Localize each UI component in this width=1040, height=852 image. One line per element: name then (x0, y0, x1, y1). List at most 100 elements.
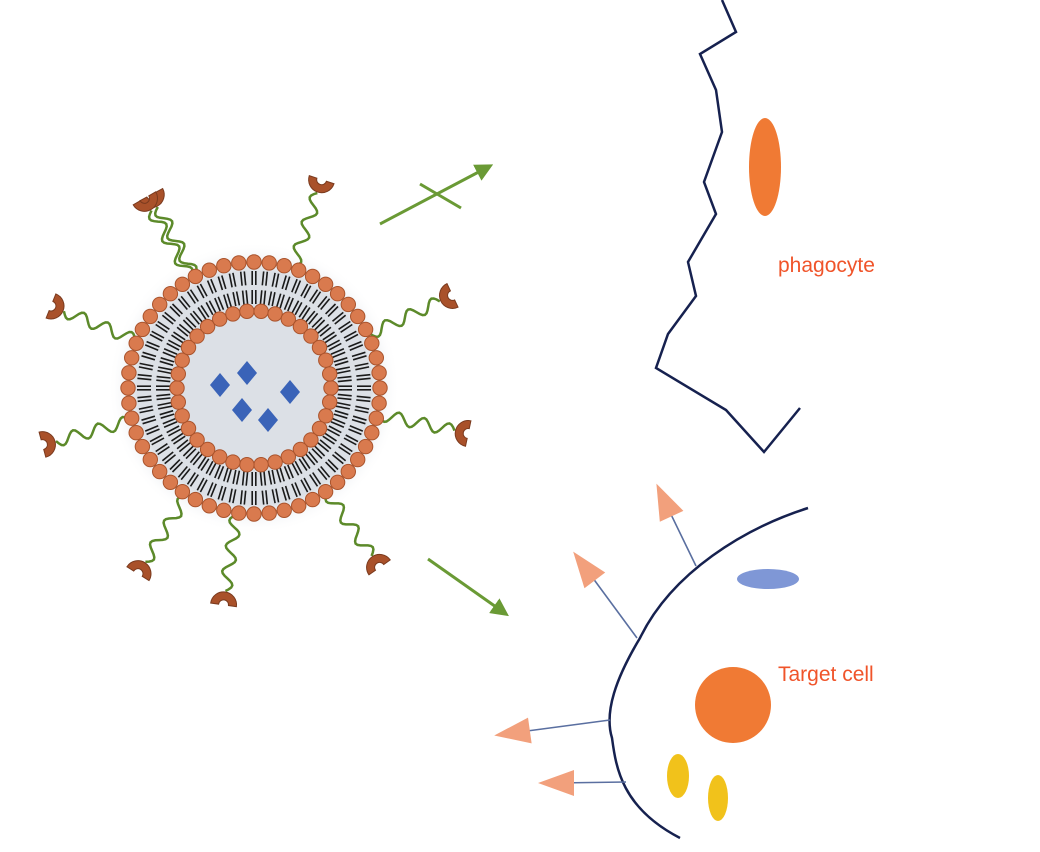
phagocyte-label: phagocyte (778, 254, 875, 277)
lipid-tail (245, 290, 249, 305)
lipid-tail (141, 415, 156, 421)
phospholipid-head (128, 335, 144, 351)
lipid-tail (320, 298, 331, 311)
peg-linker (378, 411, 456, 434)
phospholipid-head (364, 335, 380, 351)
lipid-tail (243, 271, 247, 286)
lipid-tail (223, 294, 229, 309)
lipid-tail (340, 443, 353, 453)
lipid-tail (322, 331, 335, 341)
lipid-tail (343, 437, 357, 446)
target-cell-membrane (608, 506, 809, 840)
organelle-yellow (667, 754, 689, 798)
lipid-tail (235, 291, 241, 306)
lipid-tail (182, 319, 194, 331)
phospholipid-head (199, 441, 216, 458)
phospholipid-head (372, 380, 388, 396)
lipid-tail (189, 451, 200, 464)
lipid-tail (308, 312, 319, 325)
lipid-tail (157, 446, 170, 456)
lipid-tail (156, 379, 171, 383)
lipid-tail (139, 409, 154, 414)
lipid-tail (330, 421, 345, 428)
phospholipid-head (120, 380, 136, 396)
ligand-cup (439, 282, 459, 309)
lipid-tail (186, 291, 196, 304)
lipid-tail (171, 303, 183, 315)
lipid-tail (221, 486, 227, 501)
lipid-tail (338, 446, 351, 456)
lipid-tail (271, 272, 276, 287)
lipid-tail (330, 348, 345, 355)
lipid-tail (151, 330, 165, 339)
phospholipid-head (180, 339, 197, 356)
phospholipid-heads (120, 254, 388, 522)
phospholipid-head (291, 498, 307, 514)
lipid-tail (232, 272, 237, 287)
lipid-tail (189, 312, 200, 325)
targeting-ligands (38, 175, 472, 608)
lipid-tail (178, 323, 191, 334)
lipid-tail (180, 468, 191, 481)
phospholipid-head (371, 395, 387, 411)
lipid-tail (303, 477, 312, 491)
phospholipid-head (162, 474, 179, 490)
lipid-tail (325, 303, 337, 315)
ligand-icon (439, 282, 459, 309)
lipid-tail (331, 311, 344, 322)
receptor-icon (494, 717, 611, 744)
lipid-tail (319, 326, 332, 337)
lipid-tail (226, 468, 233, 483)
lipid-tail (235, 470, 241, 485)
lipid-tail (192, 310, 203, 323)
phospholipid-head (212, 311, 228, 327)
lipid-tail (217, 296, 225, 311)
lipid-tail (141, 355, 156, 361)
lipid-tail (333, 413, 348, 419)
receptor-arrowhead (656, 483, 684, 522)
phospholipid-head (216, 502, 232, 518)
lipid-tail (271, 469, 276, 484)
lipid-tail (331, 417, 346, 425)
phospholipid-head (253, 457, 269, 473)
lipid-tail (345, 434, 359, 443)
phospholipid-head (216, 258, 232, 274)
lipid-tail (319, 439, 332, 450)
phospholipid-head (368, 410, 384, 426)
lipid-tail (192, 453, 203, 466)
target-cell-label: Target cell (778, 663, 874, 686)
phospholipid-head (276, 502, 292, 518)
phospholipid-head (253, 303, 269, 319)
lipid-tail (185, 448, 197, 460)
lipid-tail (149, 333, 163, 342)
lipid-tail (300, 479, 309, 493)
ligand-cup (126, 560, 152, 582)
phospholipid-head (201, 498, 218, 514)
phospholipid-head (231, 505, 247, 521)
lipid-tail (314, 445, 326, 457)
lipid-tail (223, 467, 229, 482)
lipid-tail (275, 488, 280, 503)
lipid-tail (241, 471, 245, 486)
lipid-tail (356, 373, 371, 377)
lipid-tail (144, 425, 159, 432)
lipid-tail (281, 486, 287, 501)
lipid-tail (291, 300, 300, 314)
lipid-tail (301, 456, 311, 469)
targeting-arrow-icon (427, 557, 509, 617)
lipid-tail (196, 285, 205, 299)
phospholipid-head (317, 484, 334, 500)
ligand-icon (38, 431, 56, 458)
lipid-tail (158, 405, 173, 410)
lipid-tail (354, 409, 369, 414)
lipid-tail (171, 334, 184, 344)
lipid-tail (155, 443, 168, 453)
lipid-tail (294, 460, 303, 474)
ligand-icon (45, 293, 65, 320)
lipid-tail (326, 339, 340, 348)
lipid-tail (284, 276, 291, 291)
phospholipid-head (134, 321, 151, 338)
lipid-tail (311, 448, 323, 460)
lipid-tail (314, 319, 326, 331)
